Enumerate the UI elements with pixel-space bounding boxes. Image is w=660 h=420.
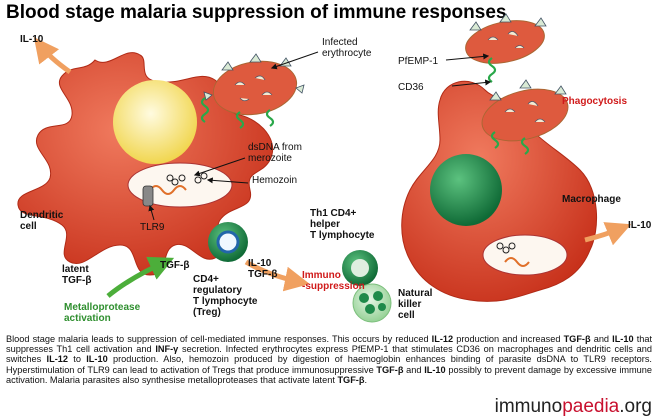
label-latent-tgfb: latent TGF-β [62,264,91,286]
label-il10-tgfb: IL-10 TGF-β [248,258,277,280]
cd36-receptors-macrophage [490,131,530,155]
metalloprotease-arrow [106,256,175,298]
page-title: Blood stage malaria suppression of immun… [6,2,507,23]
cd36-receptors-dc [200,97,275,129]
caption-bold-term: IL-12 [431,334,454,344]
label-il10-dc: IL-10 [20,34,44,45]
caption-bold-term: IL-10 [612,334,634,344]
label-pfemp1: PfEMP-1 [398,56,438,67]
caption-bold-term: IL-10 [424,364,446,375]
label-il10-macrophage: IL-10 [628,220,652,231]
tlr9-receptor [142,185,154,207]
caption-bold-term: TGF-β [337,374,365,385]
macrophage-nucleus [430,154,502,226]
pointer-lines [148,51,492,221]
dendritic-nucleus [113,80,197,164]
label-hemozoin: Hemozoin [252,175,297,186]
label-cd36: CD36 [398,82,424,93]
caption-segment: production. Also, hemozoin produced by d… [6,354,652,375]
caption-segment: and [403,364,425,375]
il10-arrow-dc [33,37,72,75]
label-phagocytosis: Phagocytosis [562,96,627,107]
caption-bold-term: TGF-β [563,334,591,344]
il10-arrow-macrophage [584,222,632,246]
caption-segment: possibly to prevent damage by excessive … [6,364,653,385]
macrophage-hemozoin [496,242,516,254]
caption-bold-term: IL-12 [46,354,68,365]
label-dendritic-cell: Dendritic cell [20,210,66,232]
caption-bold-term: IL-10 [86,354,108,365]
pfemp1-cd36-binding [487,57,497,83]
caption-segment: production and increased [453,334,564,344]
treg-nucleus [216,230,240,254]
immunosuppression-arrow [244,259,310,292]
phagocytosed-erythrocyte [481,79,569,142]
caption-segment: that suppresses Th1 cell activation and [6,334,653,355]
diagram: IL-10 Infected erythrocyte PfEMP-1 CD36 … [17,13,652,324]
label-treg: CD4+ regulatory T lymphocyte (Treg) [193,274,260,318]
caption-segment: secretion. Infected erythrocytes express… [6,344,653,365]
th1-nucleus [351,259,369,277]
nk-granules [359,291,386,314]
macrophage-dsdna [504,257,530,267]
infected-erythrocyte [203,53,305,116]
label-nk-cell: Natural killer cell [398,288,435,321]
caption-segment: to [67,354,87,365]
caption-segment: . [364,374,368,385]
infected-erythrocyte-top-right [465,13,547,64]
label-macrophage: Macrophage [562,194,621,205]
label-immuno-suppression: Immuno -suppression [302,270,365,292]
hemozoin-crystals [166,172,208,186]
caption-bold-term: TGF-β [376,364,404,375]
label-metalloprotease: Metalloprotease activation [64,302,143,324]
label-infected-erythrocyte: Infected erythrocyte [322,37,372,59]
caption-bold-term: INF-γ [155,344,179,355]
label-th1: Th1 CD4+ helper T lymphocyte [310,208,375,241]
label-tgfb: TGF-β [160,260,189,271]
label-dsdna: dsDNA from merozoite [248,142,305,164]
caption-text: Blood stage malaria leads to suppression… [6,334,652,385]
label-tlr9: TLR9 [140,222,165,233]
macrophage-vacuole [482,234,568,276]
caption-segment: and [590,334,613,344]
immunopaedia-logo: immunopaedia.org [494,396,652,417]
caption-segment: Blood stage malaria leads to suppression… [6,334,432,344]
dsdna-strand [149,185,187,195]
